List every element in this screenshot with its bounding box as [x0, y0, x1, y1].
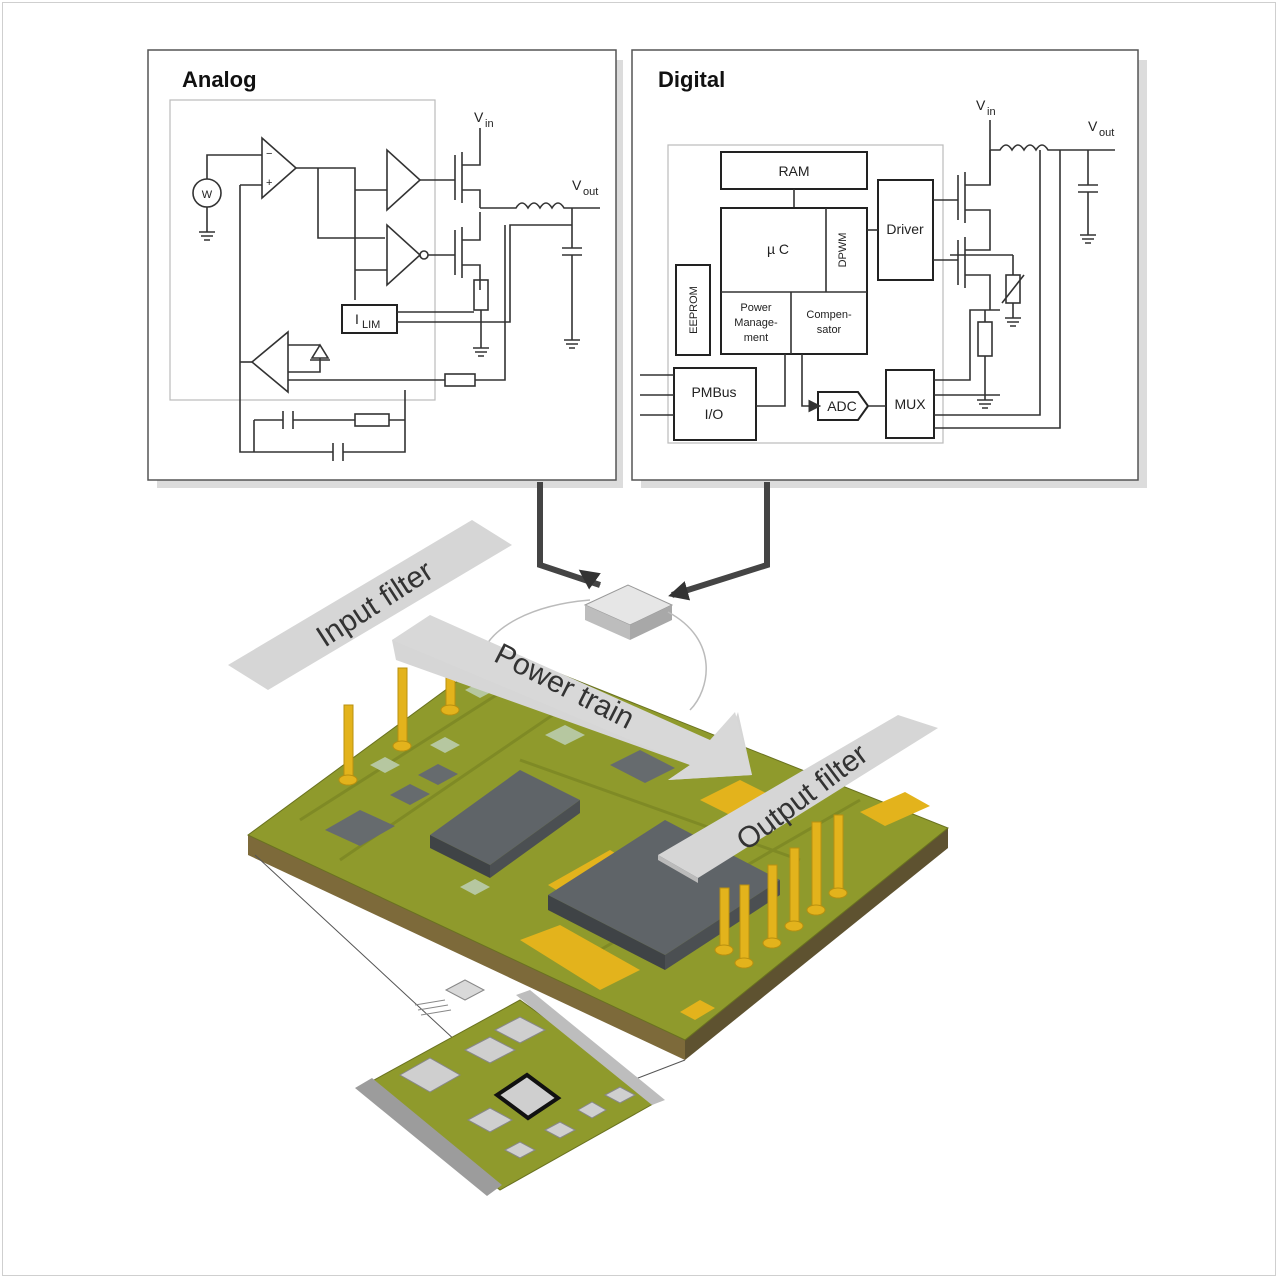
main-ic-left	[430, 770, 580, 878]
svg-text:LIM: LIM	[362, 319, 380, 331]
svg-text:MUX: MUX	[894, 396, 926, 412]
output-pins	[714, 814, 848, 969]
microcontroller-block	[720, 207, 868, 355]
svg-text:out: out	[1099, 127, 1114, 139]
svg-text:out: out	[583, 186, 598, 198]
driver-block	[877, 179, 934, 281]
ram-block	[720, 151, 868, 190]
svg-text:sator: sator	[817, 324, 842, 336]
svg-text:ment: ment	[744, 332, 768, 344]
svg-text:Compen-: Compen-	[806, 309, 852, 321]
svg-text:Driver: Driver	[886, 221, 924, 237]
panel-connector-arrows	[537, 482, 770, 601]
error-amplifier-icon	[261, 136, 298, 200]
mux-block	[885, 369, 935, 439]
svg-text:in: in	[485, 118, 494, 130]
svg-text:Power: Power	[740, 302, 772, 314]
inductor-icon	[990, 144, 1115, 152]
comparator-low-icon	[386, 223, 422, 287]
svg-text:V: V	[572, 177, 582, 193]
input-pins	[338, 667, 460, 786]
eeprom-block	[675, 264, 711, 356]
pmbus-block	[673, 367, 757, 441]
svg-text:Manage-: Manage-	[734, 317, 778, 329]
svg-text:V: V	[474, 109, 484, 125]
carrier-board	[355, 979, 665, 1196]
svg-text:µ C: µ C	[767, 241, 789, 257]
svg-text:DPWM: DPWM	[837, 233, 849, 268]
current-limit-block	[341, 304, 398, 334]
inductor-icon	[480, 202, 600, 210]
svg-text:PMBus: PMBus	[691, 384, 736, 400]
svg-text:+: +	[266, 177, 272, 189]
svg-text:−: −	[266, 148, 272, 160]
svg-text:I/O: I/O	[705, 406, 724, 422]
svg-text:RAM: RAM	[778, 163, 809, 179]
svg-text:in: in	[987, 106, 996, 118]
svg-text:I: I	[355, 311, 359, 327]
source-label: W	[202, 189, 213, 201]
svg-text:V: V	[976, 97, 986, 113]
digital-panel: Digital RAM µ C DPWM Power Manage- ment …	[631, 49, 1147, 488]
sense-resistor-icon	[444, 373, 476, 387]
svg-text:ADC: ADC	[827, 398, 857, 414]
analog-title: Analog	[182, 67, 257, 92]
analog-panel: Analog W −+ V in V out I LI	[147, 49, 623, 488]
controller-chip	[583, 584, 674, 640]
comparator-high-icon	[386, 148, 422, 212]
adc-block	[817, 391, 870, 421]
feedback-amplifier-icon	[250, 330, 289, 394]
digital-title: Digital	[658, 67, 725, 92]
svg-text:V: V	[1088, 118, 1098, 134]
highlighted-module-outline	[493, 1072, 562, 1121]
svg-text:EEPROM: EEPROM	[688, 286, 700, 334]
